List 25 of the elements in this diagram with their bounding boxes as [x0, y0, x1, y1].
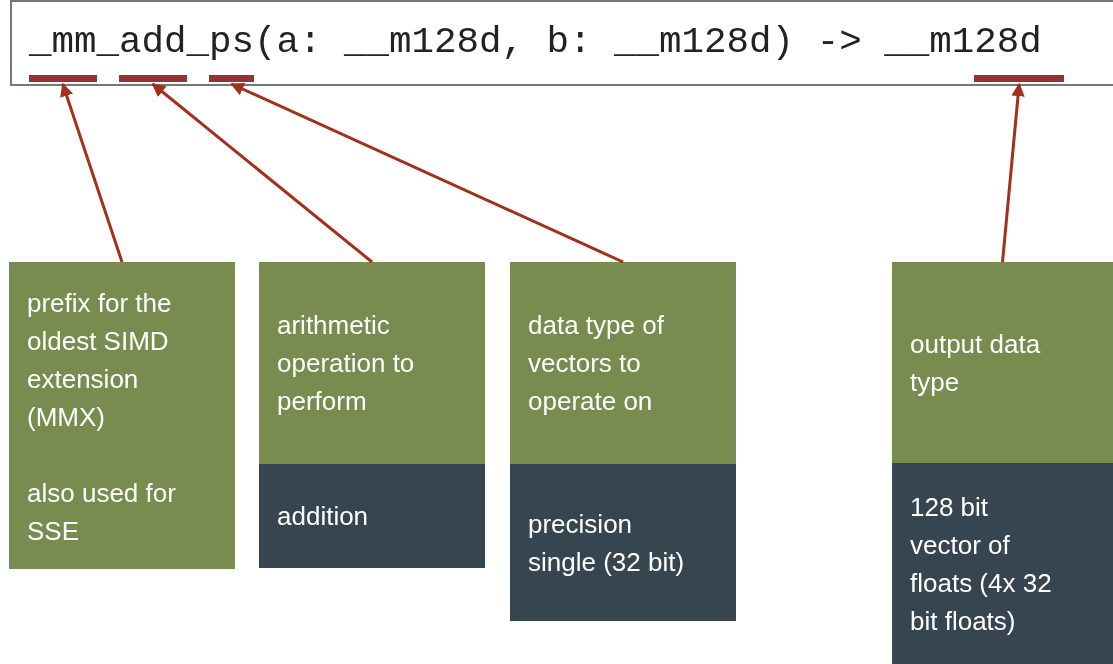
- annotation-box: [9, 262, 235, 569]
- annotation-box: [892, 262, 1113, 463]
- arrow: [1001, 82, 1025, 263]
- annotation-text: output data type: [910, 327, 1042, 399]
- annotation-text: also used for SSE: [27, 477, 177, 548]
- underline-bar: [974, 75, 1065, 82]
- arrow: [230, 82, 624, 264]
- underline-bar: [119, 75, 187, 82]
- underline-bar: [209, 75, 254, 82]
- annotation-text: addition: [277, 500, 370, 533]
- value-box: [259, 464, 485, 568]
- code-box: [10, 0, 1113, 86]
- underline-bar: [29, 75, 97, 82]
- annotation-box: [510, 262, 736, 464]
- arrow: [151, 82, 373, 264]
- annotation-text: prefix for the oldest SIMD extension (MMX): [27, 287, 173, 434]
- annotation-box: [259, 262, 485, 464]
- value-box: [510, 464, 736, 621]
- arrow: [60, 82, 124, 263]
- annotation-text: 128 bit vector of floats (4x 32 bit floats): [910, 490, 1053, 638]
- value-box: [892, 463, 1113, 664]
- function-signature: _mm_add_ps(a: __m128d, b: __m128d) -> __m128d: [29, 20, 1042, 64]
- annotation-text: arithmetic operation to perform: [277, 309, 416, 418]
- annotation-text: data type of vectors to operate on: [528, 309, 665, 418]
- annotation-text: precision single (32 bit): [528, 507, 686, 579]
